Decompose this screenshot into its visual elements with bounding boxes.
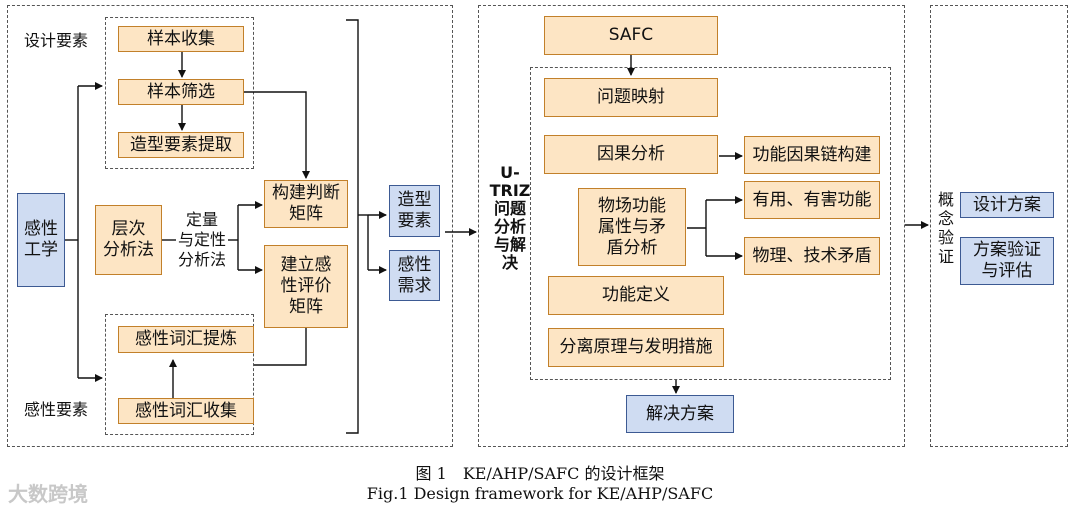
scheme-verification-text: 方案验证 与评估 [973,240,1041,281]
emotion-word-group-frame [105,314,254,435]
caption-cn: 图 1 KE/AHP/SAFC 的设计框架 [415,464,665,483]
sample-group-frame [105,17,254,169]
word-collect-box: 感性词汇收集 [118,398,254,424]
physical-technical-box: 物理、技术矛盾 [744,237,880,275]
function-definition-box: 功能定义 [548,276,724,315]
caption-en: Fig.1 Design framework for KE/AHP/SAFC [366,484,714,503]
middle-panel-frame [478,5,905,447]
evaluation-matrix-text: 建立感 性评价 矩阵 [280,255,332,317]
emotion-needs-text: 感性 需求 [397,254,432,296]
label-emotion-elements: 感性要素 [24,400,89,419]
causal-analysis-text: 因果分析 [597,144,665,164]
separation-principle-text: 分离原理与发明措施 [559,337,713,357]
safc-box: SAFC [544,16,718,55]
word-collect-text: 感性词汇收集 [135,400,237,421]
problem-mapping-box: 问题映射 [544,78,718,117]
triz-group-frame [530,67,891,380]
ahp-box: 层次 分析法 [95,205,162,275]
kansei-engineering-text: 感性 工学 [24,219,58,260]
judgment-matrix-box: 构建判断 矩阵 [264,180,348,228]
safc-text: SAFC [608,25,654,45]
concept-verification-label: 概 念 验 证 [937,190,954,266]
emotion-needs-box: 感性 需求 [389,250,440,301]
judgment-matrix-text: 构建判断 矩阵 [272,183,340,224]
sample-collection-box: 样本收集 [118,26,244,52]
design-scheme-text: 设计方案 [973,194,1041,215]
sample-collection-text: 样本收集 [147,28,215,49]
word-refine-text: 感性词汇提炼 [135,329,237,349]
word-refine-box: 感性词汇提炼 [118,326,254,353]
ahp-text: 层次 分析法 [103,219,154,260]
problem-mapping-text: 问题映射 [597,87,665,107]
shape-elements-box: 造型 要素 [389,185,440,237]
shape-elements-text: 造型 要素 [397,190,432,231]
right-panel-frame [930,5,1068,447]
scheme-verification-box: 方案验证 与评估 [960,237,1054,285]
evaluation-matrix-box: 建立感 性评价 矩阵 [264,245,348,328]
useful-harmful-box: 有用、有害功能 [744,181,880,219]
solution-box: 解决方案 [626,395,734,433]
left-panel-frame [7,5,453,447]
causal-analysis-box: 因果分析 [544,135,718,174]
kansei-engineering-box: 感性 工学 [17,193,65,287]
separation-principle-box: 分离原理与发明措施 [548,328,724,367]
causal-chain-text: 功能因果链构建 [752,144,872,165]
shape-element-extraction-box: 造型要素提取 [118,132,244,158]
quant-qual-label: 定量 与定性 分析法 [177,210,226,269]
sample-screening-box: 样本筛选 [118,79,244,105]
causal-chain-box: 功能因果链构建 [744,136,880,174]
physical-technical-text: 物理、技术矛盾 [752,245,872,266]
shape-element-extraction-text: 造型要素提取 [130,134,232,155]
useful-harmful-text: 有用、有害功能 [752,189,872,210]
function-definition-text: 功能定义 [602,285,670,305]
utriz-label: U- TRIZ 问题 分析 与解 决 [489,163,531,272]
sample-screening-text: 样本筛选 [147,81,215,102]
field-function-text: 物场功能 属性与矛 盾分析 [598,195,666,258]
label-design-elements: 设计要素 [24,31,89,50]
field-function-box: 物场功能 属性与矛 盾分析 [578,188,686,266]
solution-text: 解决方案 [646,403,714,424]
design-scheme-box: 设计方案 [960,192,1054,218]
watermark: 大数跨境 [8,482,88,506]
